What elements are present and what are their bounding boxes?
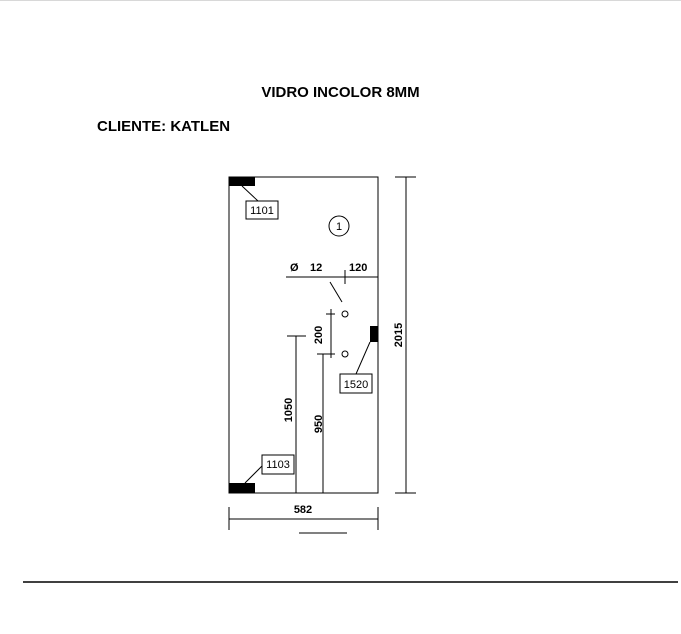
- glass-panel-outline: [228, 176, 379, 494]
- height-b-value: 950: [313, 415, 325, 433]
- height-a-value: 1050: [283, 398, 295, 422]
- overall-width-value: 582: [294, 504, 312, 516]
- diameter-symbol: Ø: [290, 262, 299, 274]
- hole-spacing-value: 200: [313, 326, 325, 344]
- callout-1520-box: [339, 373, 373, 394]
- hinge-bottom-block: [229, 483, 255, 493]
- callout-1103-text: 1103: [266, 459, 290, 471]
- callout-1520-text: 1520: [344, 379, 368, 391]
- callout-1101-leader: [241, 185, 259, 202]
- piece-number-text: 1: [336, 221, 342, 233]
- overall-height-value: 2015: [393, 323, 405, 347]
- drawing-title: VIDRO INCOLOR 8MM: [261, 84, 420, 101]
- callout-1520-leader: [355, 341, 371, 375]
- client-label: CLIENTE: KATLEN: [97, 118, 231, 135]
- hole-lower: [341, 350, 349, 358]
- hole-offset-value: 120: [349, 262, 367, 274]
- callout-1103-leader: [244, 465, 263, 484]
- piece-number-circle: [328, 215, 350, 237]
- lock-block: [370, 326, 378, 342]
- callout-1103-box: [261, 454, 295, 475]
- hinge-top-block: [229, 177, 255, 186]
- callout-1101-text: 1101: [250, 205, 274, 217]
- hole-diameter-value: 12: [310, 262, 322, 274]
- hole-diameter-leader: [329, 281, 343, 303]
- callout-1101-box: [245, 200, 279, 220]
- hole-upper: [341, 310, 349, 318]
